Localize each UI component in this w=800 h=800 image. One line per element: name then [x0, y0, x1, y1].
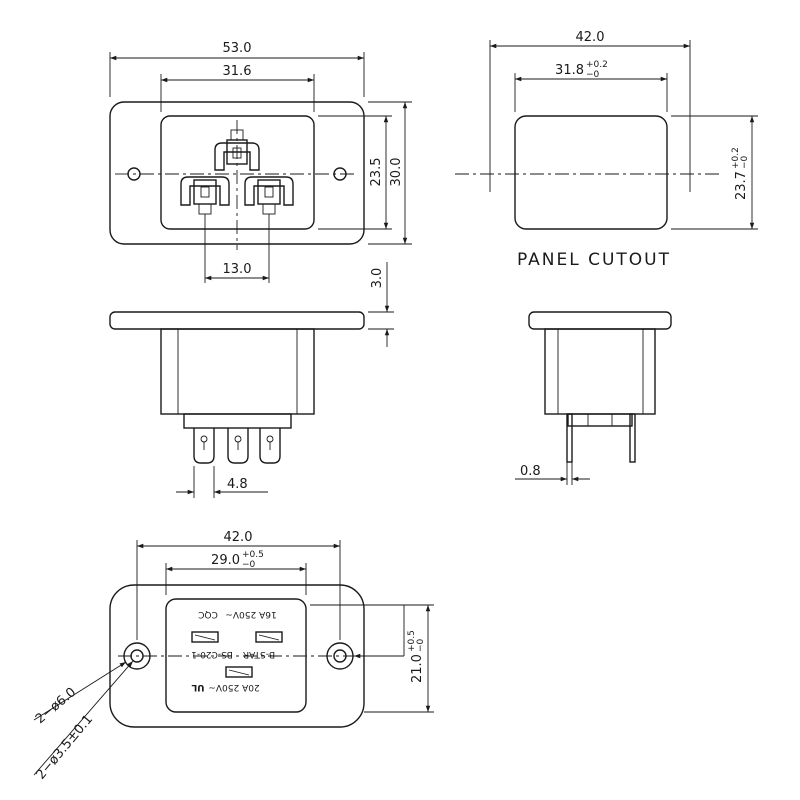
- rear-brand: B-STAR: [243, 649, 275, 659]
- rear-model: BS-C20-1: [191, 649, 233, 659]
- end-terminal-right: [629, 413, 636, 463]
- live-pin-left: [180, 176, 230, 215]
- side-terminal-left: [193, 428, 215, 464]
- rear-dim-inner-height-main: 21.0: [410, 654, 425, 683]
- dim-overall-width: 53.0: [223, 41, 252, 56]
- end-flange: [528, 311, 672, 330]
- front-inner-body: [160, 115, 315, 230]
- cutout-dim-width-tol-upper: +0.2: [586, 60, 608, 70]
- dim-inner-height: 23.5: [369, 158, 384, 187]
- end-terminal-left: [566, 413, 573, 463]
- cutout-dim-height-tol-upper: +0.2: [731, 147, 741, 169]
- side-terminal-center: [227, 428, 249, 464]
- earth-pin: [214, 129, 260, 171]
- live-pin-right: [244, 176, 294, 215]
- rear-rating-16a: 16A 250V~: [225, 609, 276, 619]
- side-terminal-base: [183, 413, 292, 429]
- side-body: [160, 328, 315, 415]
- dim-pin-spacing: 13.0: [223, 262, 252, 277]
- front-view: 53.0 31.6 23.5 30.0 13.0: [109, 41, 412, 283]
- rear-dim-overall-width: 42.0: [224, 530, 253, 545]
- cutout-rectangle: [514, 115, 668, 230]
- end-view: 0.8: [515, 311, 672, 485]
- cutout-dim-height-main: 23.7: [734, 171, 749, 200]
- rear-dim-inner-height-tol-lower: −0: [416, 638, 426, 652]
- panel-cutout-view: 42.0 31.8 +0.2 −0 23.7 +0.2 −0 PANEL CUT…: [455, 30, 758, 270]
- rear-dim-inner-width-main: 29.0: [211, 553, 240, 568]
- cutout-dim-overall-width: 42.0: [576, 30, 605, 45]
- rear-rating-20a: 20A 250V~: [208, 682, 259, 692]
- dim-inner-width: 31.6: [223, 64, 252, 79]
- rear-view: 20A 250V~ UL B-STAR BS-C20-1 16A 250V~ C…: [33, 530, 434, 783]
- rear-dim-inner-width-tol-lower: −0: [242, 560, 256, 570]
- end-body: [544, 328, 656, 415]
- dim-flange-thickness: 3.0: [370, 268, 385, 289]
- dim-terminal-width: 4.8: [227, 477, 248, 492]
- rear-cert-mark-ul: UL: [191, 682, 204, 692]
- rear-slot-bottom: [225, 666, 253, 678]
- side-terminal-right: [259, 428, 281, 464]
- rear-slot-right: [255, 631, 283, 643]
- side-flange: [109, 311, 365, 330]
- side-view: 3.0 4.8: [109, 262, 394, 498]
- cutout-dim-height-tol-lower: −0: [740, 155, 750, 169]
- cutout-dim-width-main: 31.8: [555, 63, 584, 78]
- panel-cutout-label: PANEL CUTOUT: [517, 250, 671, 270]
- rear-slot-left: [191, 631, 219, 643]
- rear-dim-inner-width-tol-upper: +0.5: [242, 550, 264, 560]
- rear-dim-inner-height-tol-upper: +0.5: [407, 630, 417, 652]
- dim-terminal-thickness: 0.8: [520, 464, 541, 479]
- rear-inner-body: [165, 598, 307, 713]
- end-terminal-base: [567, 413, 633, 427]
- rear-hole-outer-label: 2−ø6.0: [33, 685, 79, 727]
- rear-cert-mark-cqc: CQC: [198, 609, 218, 619]
- front-flange: [109, 101, 365, 245]
- dim-overall-height: 30.0: [389, 158, 404, 187]
- cutout-dim-width-tol-lower: −0: [586, 70, 600, 80]
